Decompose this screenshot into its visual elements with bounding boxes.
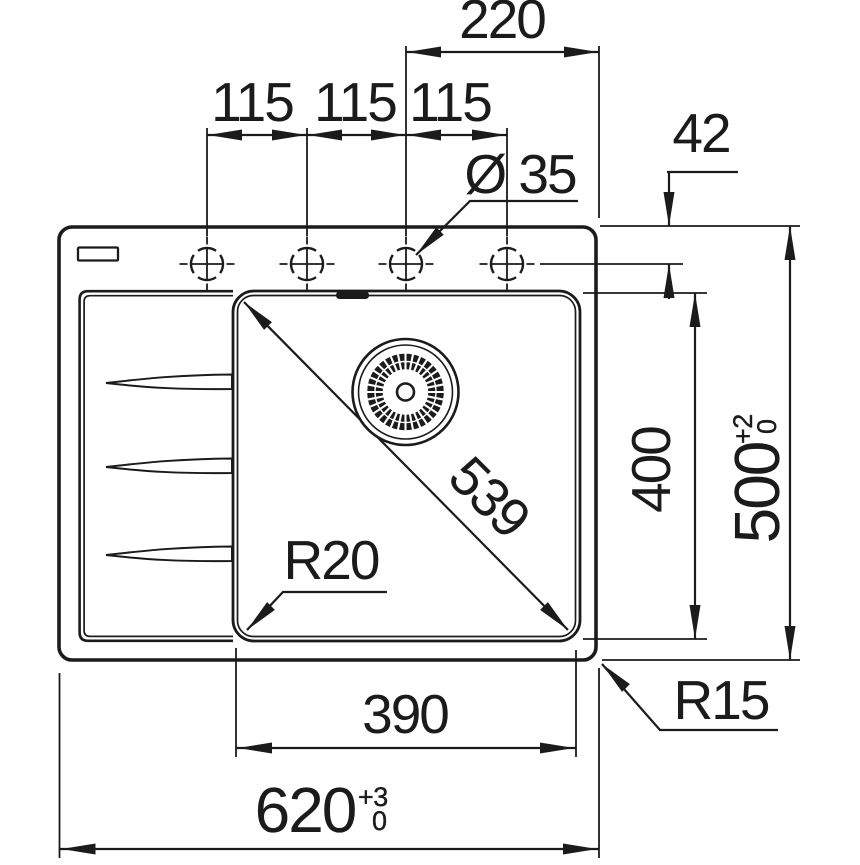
faucet-hole (388, 246, 424, 282)
dim-overall-width-tol-plus: +3 (358, 782, 388, 812)
drainboard-outline (78, 289, 233, 643)
drainboard-groove (105, 545, 233, 563)
drainboard-groove (105, 373, 233, 391)
dim-faucet-hole-diameter: Ø 35 (464, 143, 576, 205)
dim-overall-depth-tol-plus: +2 (728, 414, 758, 444)
diagonal-dimension-line (243, 301, 569, 631)
dim-hole-spacing-3: 115 (409, 71, 491, 133)
dim-bowl-width: 390 (362, 683, 448, 745)
dim-overall-width-tol-minus: 0 (372, 806, 387, 836)
hole-centermarks (179, 236, 535, 292)
dim-hole-spacing-2: 115 (314, 71, 396, 133)
overflow-slot (336, 291, 369, 299)
extension-lines (58, 46, 800, 858)
dim-sink-corner-radius: R15 (674, 669, 769, 731)
faucet-hole (189, 246, 225, 282)
dim-overall-depth: 500 (721, 442, 793, 543)
dim-bowl-corner-radius: R20 (284, 529, 379, 591)
drain-center-hole (395, 382, 416, 402)
dim-bowl-diagonal: 539 (437, 444, 541, 548)
drainboard-groove (105, 457, 233, 475)
dim-overall-depth-tol-minus: 0 (752, 419, 782, 434)
sink-outline (57, 225, 598, 662)
drain-rim-circle (357, 344, 454, 440)
dim-bowl-length: 400 (620, 427, 682, 513)
faucet-hole (289, 246, 325, 282)
brand-logo-plate (76, 246, 120, 262)
drain-ring-divider (374, 360, 437, 424)
dim-overall-width: 620 (255, 774, 356, 846)
arrowheads (61, 46, 796, 855)
faucet-holes (179, 236, 535, 292)
bowl-inner-line (236, 294, 577, 638)
faucet-hole (489, 246, 525, 282)
drainboard-inner-line (83, 294, 233, 638)
dim-hole-spacing-1: 115 (211, 71, 293, 133)
dim-hole-to-right-edge: 220 (459, 0, 545, 50)
dim-edge-to-hole: 42 (672, 102, 729, 164)
drain-strainer (351, 337, 460, 447)
